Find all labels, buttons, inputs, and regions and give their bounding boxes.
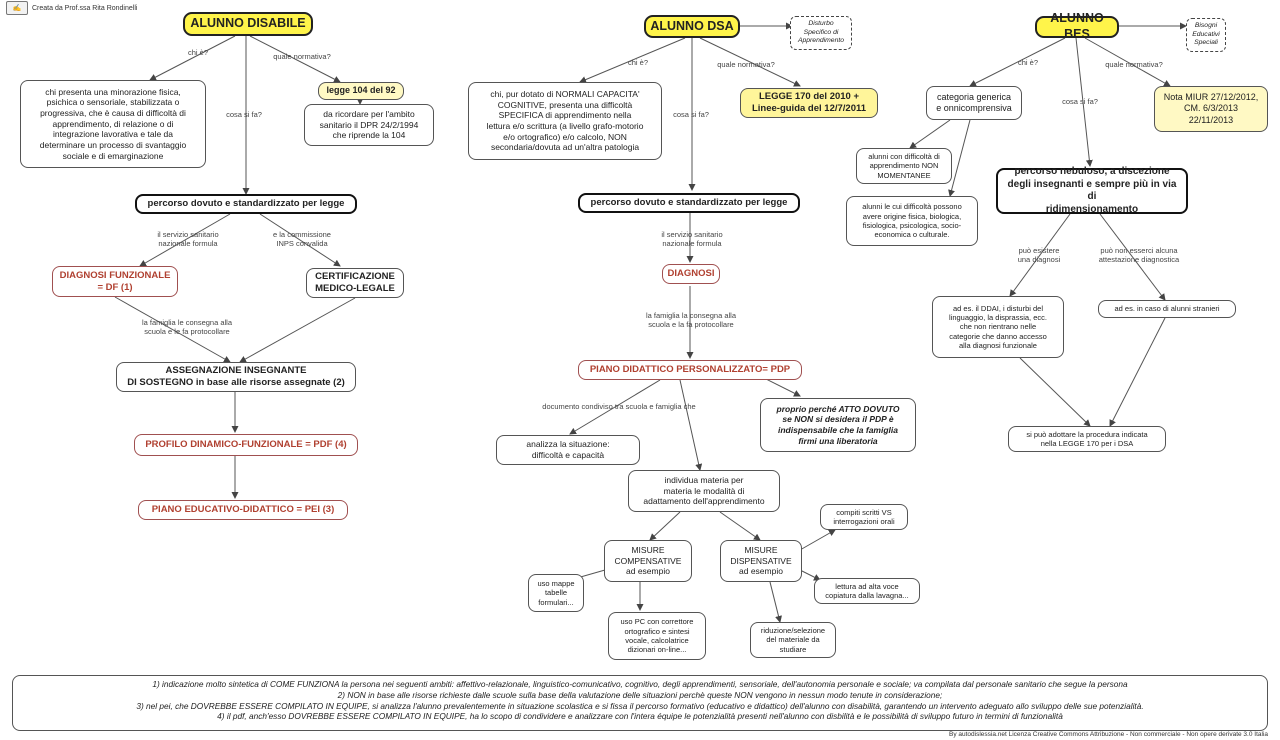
footnote-4: 4) il pdf, anch'esso DOVREBBE ESSERE COM… — [217, 711, 1063, 722]
title-alunno-disabile[interactable]: ALUNNO DISABILE — [183, 12, 313, 36]
node-percorso-nebuloso[interactable]: percorso nebuloso, a discezione degli in… — [996, 166, 1188, 215]
node-alunni-difficolta[interactable]: alunni con difficoltà di apprendimento N… — [856, 148, 952, 184]
node-uso-pc[interactable]: uso PC con correttore ortografico e sint… — [608, 612, 706, 660]
node-diagnosi-dsa[interactable]: DIAGNOSI — [662, 264, 720, 284]
node-legge-170[interactable]: LEGGE 170 del 2010 + Linee-guida del 12/… — [740, 88, 878, 118]
label-famiglia-consegna: la famiglia le consegna alla scuola e le… — [141, 318, 233, 336]
node-misure-dispensative[interactable]: MISURE DISPENSATIVE ad esempio — [720, 540, 802, 582]
node-chi-presenta-minorazione[interactable]: chi presenta una minorazione fisica, psi… — [20, 80, 206, 168]
label-puo-esistere: può esistere una diagnosi — [1017, 246, 1061, 264]
label-quale-normativa-dsa: quale normativa? — [717, 60, 775, 69]
label-puo-non-esserci: può non esserci alcuna attestazione diag… — [1098, 246, 1180, 264]
node-pdp[interactable]: PIANO DIDATTICO PERSONALIZZATO= PDP — [578, 360, 802, 380]
node-diagnosi-funzionale[interactable]: DIAGNOSI FUNZIONALE = DF (1) — [52, 266, 178, 297]
label-famiglia-consegna-dsa: la famiglia la consegna alla scuola e la… — [645, 311, 737, 329]
node-analizza-situazione[interactable]: analizza la situazione: difficoltà e cap… — [496, 435, 640, 465]
title-alunno-bes[interactable]: ALUNNO BES — [1035, 11, 1119, 41]
label-quale-normativa-bes: quale normativa? — [1105, 60, 1163, 69]
node-stranieri[interactable]: ad es. in caso di alunni stranieri — [1098, 300, 1236, 318]
node-adottare-procedura[interactable]: si può adottare la procedura indicata ne… — [1008, 426, 1166, 452]
license-credit: By autodislessia.net Licenza Creative Co… — [948, 731, 1268, 738]
label-chi-e-bes: chi è? — [1017, 58, 1038, 67]
node-percorso-disabile[interactable]: percorso dovuto e standardizzato per leg… — [135, 194, 357, 214]
node-legge-104[interactable]: legge 104 del 92 — [318, 82, 404, 100]
node-assegnazione-sostegno[interactable]: ASSEGNAZIONE INSEGNANTE DI SOSTEGNO in b… — [116, 362, 356, 392]
label-servizio-sanitario: il servizio sanitario nazionale formula — [157, 230, 219, 248]
node-lettura-alta-voce[interactable]: lettura ad alta voce copiatura dalla lav… — [814, 578, 920, 604]
node-individua-materia[interactable]: individua materia per materia le modalit… — [628, 470, 780, 512]
node-percorso-dsa[interactable]: percorso dovuto e standardizzato per leg… — [578, 193, 800, 213]
node-nota-miur[interactable]: Nota MIUR 27/12/2012, CM. 6/3/2013 22/11… — [1154, 86, 1268, 132]
footnote-2: 2) NON in base alle risorse richieste da… — [337, 689, 943, 700]
node-uso-mappe[interactable]: uso mappe tabelle formulari... — [528, 574, 584, 612]
node-alunni-origine[interactable]: alunni le cui difficoltà possono avere o… — [846, 196, 978, 246]
note-bisogni-educativi: Bisogni Educativi Speciali — [1186, 18, 1226, 52]
note-disturbo-specifico: Disturbo Specifico di Apprendimento — [790, 16, 852, 50]
node-atto-dovuto[interactable]: proprio perché ATTO DOVUTO se NON si des… — [760, 398, 916, 452]
author-credit: Creata da Prof.ssa Rita Rondinelli — [32, 4, 138, 12]
node-categoria-generica[interactable]: categoria generica e onnicomprensiva — [926, 86, 1022, 120]
footnote-3: 3) nel pei, che DOVREBBE ESSERE COMPILAT… — [136, 700, 1144, 711]
author-logo-icon: ✍ — [6, 1, 28, 15]
node-dpr-1994[interactable]: da ricordare per l'ambito sanitario il D… — [304, 104, 434, 146]
label-chi-e-dsa: chi è? — [627, 58, 648, 67]
node-compiti-scritti[interactable]: compiti scritti VS interrogazioni orali — [820, 504, 908, 530]
node-certificazione[interactable]: CERTIFICAZIONE MEDICO-LEGALE — [306, 268, 404, 298]
node-pdf[interactable]: PROFILO DINAMICO-FUNZIONALE = PDF (4) — [134, 434, 358, 456]
title-alunno-dsa[interactable]: ALUNNO DSA — [644, 15, 740, 38]
label-servizio-sanitario-dsa: il servizio sanitario nazionale formula — [661, 230, 723, 248]
label-documento-condiviso: documento condiviso tra scuola e famigli… — [542, 402, 696, 411]
label-cosa-si-fa-dsa: cosa si fa? — [673, 110, 709, 119]
node-chi-normali-capacita[interactable]: chi, pur dotato di NORMALI CAPACITA' COG… — [468, 82, 662, 160]
label-commissione-inps: e la commissione INPS convalida — [273, 230, 331, 248]
label-cosa-si-fa: cosa si fa? — [226, 110, 262, 119]
label-cosa-si-fa-bes: cosa si fa? — [1062, 97, 1098, 106]
footnote-1: 1) indicazione molto sintetica di COME F… — [152, 679, 1128, 689]
node-pei[interactable]: PIANO EDUCATIVO-DIDATTICO = PEI (3) — [138, 500, 348, 520]
node-ddai[interactable]: ad es. il DDAI, i disturbi del linguaggi… — [932, 296, 1064, 358]
label-chi-e: chi è? — [187, 48, 208, 57]
header: ✍ Creata da Prof.ssa Rita Rondinelli — [6, 1, 137, 15]
footnotes-box: 1) indicazione molto sintetica di COME F… — [12, 675, 1268, 731]
node-riduzione-selezione[interactable]: riduzione/selezione del materiale da stu… — [750, 622, 836, 658]
label-quale-normativa: quale normativa? — [273, 52, 331, 61]
node-misure-compensative[interactable]: MISURE COMPENSATIVE ad esempio — [604, 540, 692, 582]
